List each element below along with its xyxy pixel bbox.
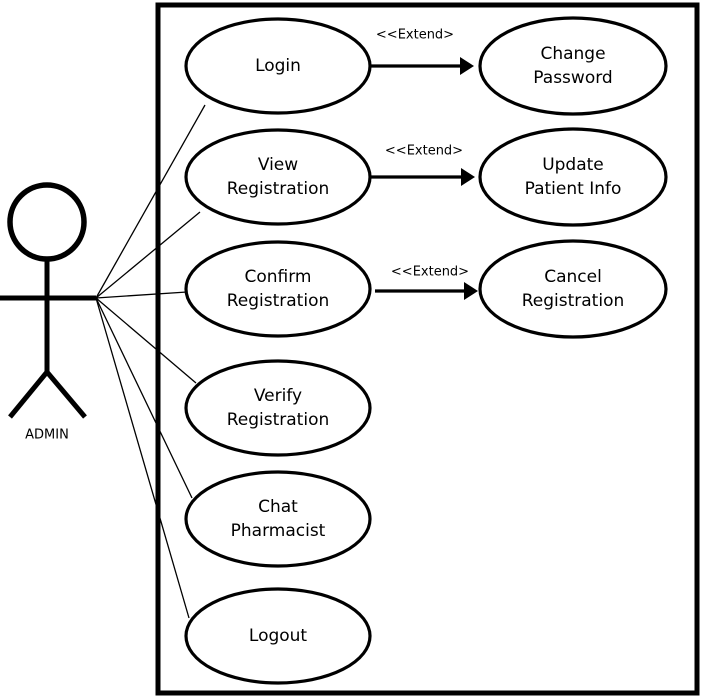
actor-admin[interactable]: ADMIN bbox=[0, 182, 96, 443]
use-case-label-line2: Pharmacist bbox=[231, 521, 326, 541]
use-cases-group: LoginViewRegistrationConfirmRegistration… bbox=[184, 16, 668, 685]
use-case-label-line2: Registration bbox=[522, 291, 625, 311]
use-case-ellipse[interactable] bbox=[478, 239, 668, 339]
use-case-label-line2: Password bbox=[533, 68, 612, 88]
use-case-ellipse[interactable] bbox=[184, 17, 372, 115]
use-case-label-line1: Update bbox=[542, 155, 604, 175]
extend-relation-confirm-to-cancel-registration: <<Extend> bbox=[375, 265, 478, 300]
use-case-label-line1: Login bbox=[255, 56, 301, 76]
use-case-ellipse[interactable] bbox=[184, 587, 372, 685]
system-boundary-box bbox=[155, 2, 700, 696]
use-case-ellipse[interactable] bbox=[478, 127, 668, 227]
use-case-label-line1: Verify bbox=[254, 386, 302, 406]
actor-head-icon bbox=[7, 182, 87, 262]
use-case-label-line2: Registration bbox=[227, 291, 330, 311]
use-case-label-line1: Cancel bbox=[544, 267, 602, 287]
association-line bbox=[95, 297, 197, 384]
use-case-login[interactable]: Login bbox=[184, 17, 372, 115]
use-case-ellipse[interactable] bbox=[184, 470, 372, 568]
extend-relations-group: <<Extend> <<Extend> <<Extend> bbox=[371, 28, 478, 300]
use-case-label-line1: Confirm bbox=[244, 267, 311, 287]
association-line bbox=[95, 297, 190, 619]
extend-stereotype-label: <<Extend> bbox=[376, 28, 454, 43]
extend-arrow-head-icon bbox=[464, 282, 478, 300]
association-line bbox=[95, 104, 206, 299]
extend-arrow-head-icon bbox=[461, 168, 475, 186]
use-case-ellipse[interactable] bbox=[478, 16, 668, 116]
actor-right-leg-line bbox=[45, 370, 87, 419]
extend-stereotype-label: <<Extend> bbox=[385, 144, 463, 159]
use-case-ellipse[interactable] bbox=[184, 359, 372, 457]
use-case-label-line2: Registration bbox=[227, 410, 330, 430]
actor-left-leg-line bbox=[8, 370, 49, 419]
association-line bbox=[95, 297, 193, 499]
actor-label: ADMIN bbox=[25, 428, 69, 443]
extend-relation-view-to-update-patient-info: <<Extend> bbox=[371, 144, 475, 186]
use-case-label-line1: View bbox=[258, 155, 298, 175]
association-line bbox=[95, 211, 201, 299]
association-line bbox=[95, 291, 188, 299]
extend-arrow-head-icon bbox=[460, 57, 474, 75]
use-case-label-line1: Chat bbox=[258, 497, 298, 517]
extend-stereotype-label: <<Extend> bbox=[391, 265, 469, 280]
use-case-ellipse[interactable] bbox=[184, 240, 372, 338]
use-case-label-line1: Logout bbox=[249, 626, 308, 646]
use-case-ellipse[interactable] bbox=[184, 128, 372, 226]
use-case-label-line1: Change bbox=[540, 44, 605, 64]
use-case-label-line2: Registration bbox=[227, 179, 330, 199]
association-lines-group bbox=[95, 104, 206, 619]
use-case-label-line2: Patient Info bbox=[525, 179, 622, 199]
extend-relation-login-to-change-password: <<Extend> bbox=[371, 28, 474, 75]
use-case-logout[interactable]: Logout bbox=[184, 587, 372, 685]
